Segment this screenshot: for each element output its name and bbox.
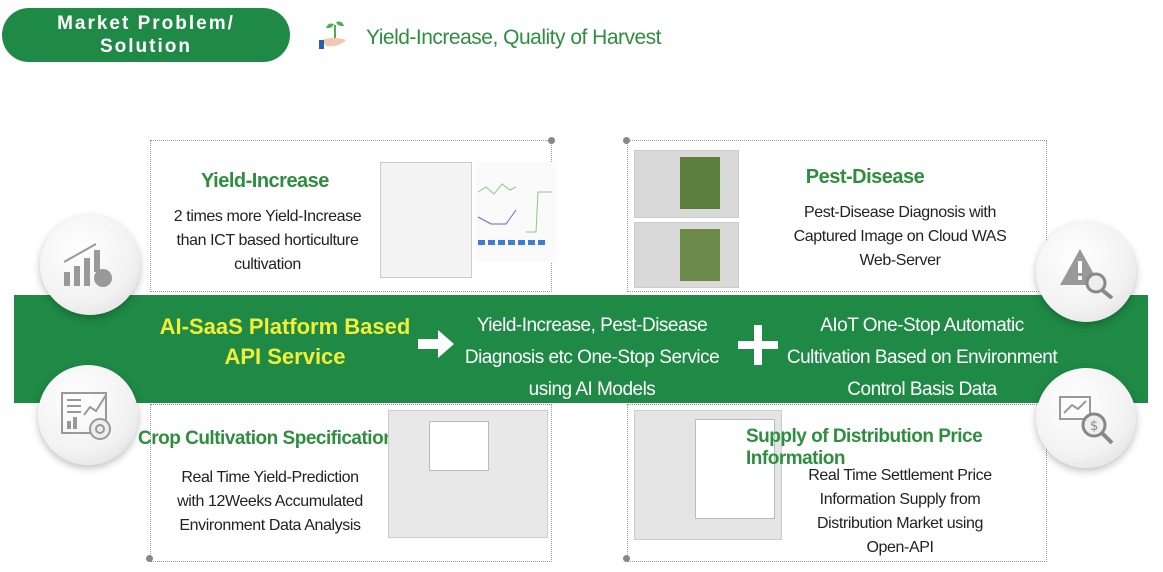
supply-title: Supply of Distribution Price Information [746, 426, 983, 469]
yield-table-thumbnail [380, 162, 472, 278]
yield-chart-thumbnail [476, 162, 556, 262]
pest-screenshot-2 [634, 222, 739, 288]
plus-icon [738, 325, 778, 365]
badge-line: Market Problem/ [57, 13, 235, 34]
svg-text:$: $ [1090, 419, 1098, 434]
plant-hand-icon [319, 21, 346, 49]
arrow-right-icon [418, 330, 454, 358]
connector-dot [548, 137, 555, 144]
connector-dot [623, 137, 630, 144]
price-analysis-icon: $ [1036, 368, 1136, 468]
crop-screenshot [388, 410, 548, 538]
supply-screenshot [634, 410, 782, 540]
connector-dot [146, 555, 153, 562]
platform-band [14, 295, 1148, 403]
badge-line: Solution [100, 36, 192, 57]
crop-box [150, 404, 552, 562]
yield-title: Yield-Increase [201, 170, 329, 192]
market-problem-badge: Market Problem/ Solution [2, 8, 290, 62]
pest-screenshot-1 [634, 150, 739, 218]
connector-dot [623, 555, 630, 562]
headline: Yield-Increase, Quality of Harvest [366, 26, 662, 49]
pest-title: Pest-Disease [805, 166, 925, 188]
warning-search-icon [1036, 222, 1136, 322]
pest-box [627, 140, 1047, 292]
crop-title: Crop Cultivation Specification [138, 428, 395, 449]
analytics-dashboard-icon [38, 365, 138, 465]
growth-chart-icon [40, 215, 140, 315]
supply-box [627, 404, 1047, 562]
